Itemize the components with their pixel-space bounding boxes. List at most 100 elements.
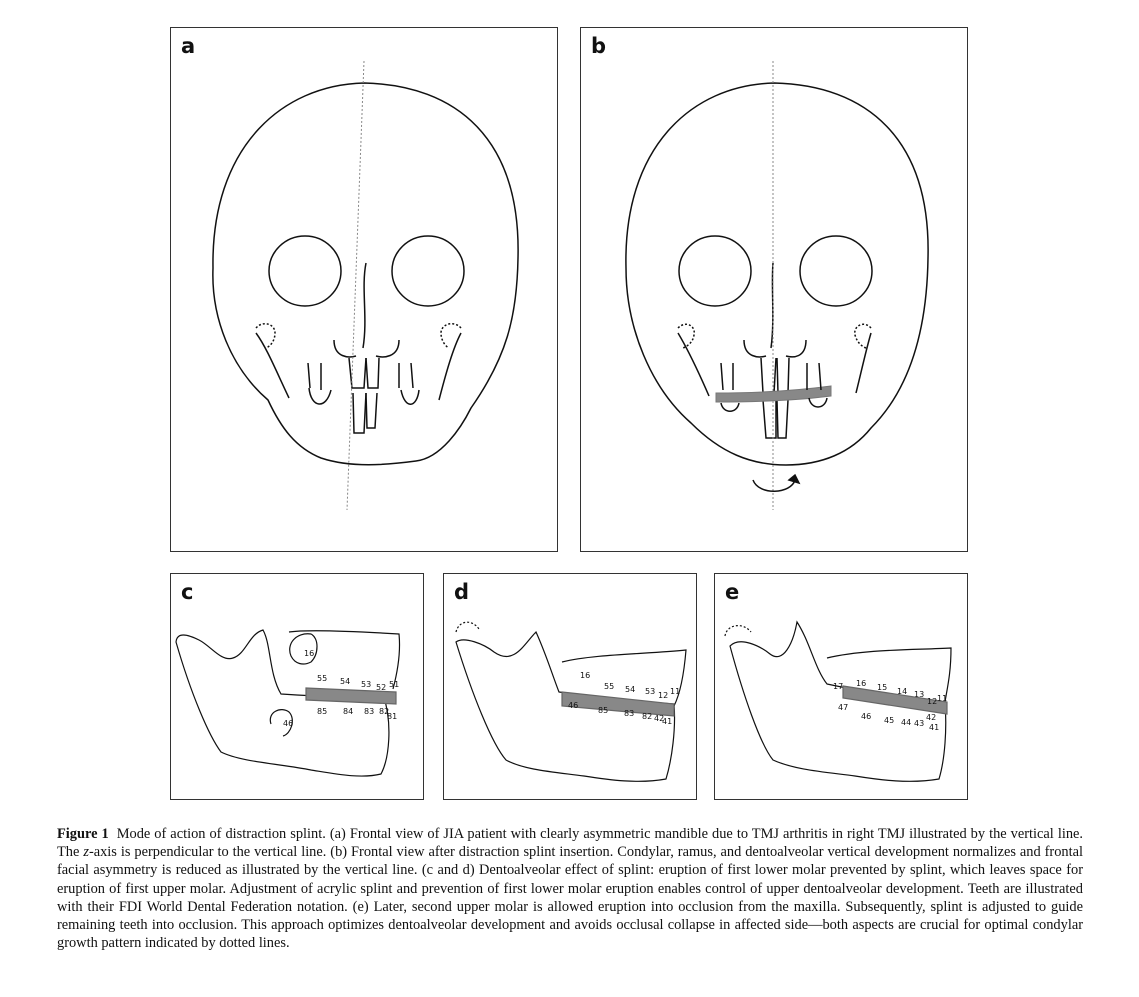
condyle-dotted: [724, 625, 752, 637]
left-orbit: [678, 235, 752, 307]
mandible-drawing-d: 16 55 54 53 12 11 46 85 83 82 42 41: [455, 621, 687, 782]
incisor-2: [365, 357, 380, 389]
tooth-label: 46: [861, 712, 871, 721]
tooth-label: 53: [361, 680, 371, 689]
tooth-label: 52: [376, 683, 386, 692]
panel-c-lateral-view: c 16 55 54 53 52 51 85 84 83 82 81 46: [170, 573, 424, 800]
rotation-arrowhead: [787, 473, 801, 485]
maxilla-outline: [288, 630, 401, 690]
tooth-label: 13: [914, 690, 924, 699]
right-molars: [398, 362, 420, 405]
panel-e-lateral-view: e 17 16 15 14 13 12 11 47 46 45 44 43 42…: [714, 573, 968, 800]
left-molars: [307, 362, 332, 405]
right-ramus: [438, 332, 462, 401]
tooth-label: 12: [927, 697, 937, 706]
left-ramus: [255, 332, 290, 399]
skull-drawing-b: [625, 61, 929, 510]
tooth-label: 83: [624, 709, 634, 718]
panel-a-frontal-view-before: a: [170, 27, 558, 552]
tooth-label: 42: [926, 713, 936, 722]
maxilla-outline: [561, 649, 687, 707]
nasal-line: [362, 262, 367, 349]
tooth-label: 16: [856, 679, 866, 688]
tooth-label: 82: [642, 712, 652, 721]
right-molars: [806, 362, 828, 408]
right-condyle-dotted: [440, 322, 462, 349]
panel-label-c: c: [181, 580, 194, 604]
left-molars: [720, 362, 740, 412]
tooth-label: 45: [884, 716, 894, 725]
incisor-1: [760, 357, 777, 394]
tooth-label: 17: [833, 682, 843, 691]
panel-label-b: b: [591, 34, 607, 58]
right-ramus: [855, 332, 872, 394]
panel-b-frontal-view-after: b: [580, 27, 968, 552]
caption-z-axis: z: [83, 844, 89, 861]
tooth-label: 84: [343, 707, 353, 716]
tooth-label: 11: [937, 694, 947, 703]
lower-incisor: [762, 399, 777, 439]
tooth-label: 16: [304, 649, 314, 658]
rotation-arrow: [752, 479, 796, 492]
mandible-drawing-c: 16 55 54 53 52 51 85 84 83 82 81 46: [175, 629, 401, 777]
tooth-label: 12: [658, 691, 668, 700]
panel-d-lateral-view: d 16 55 54 53 12 11 46 85 83 82 42 41: [443, 573, 697, 800]
lower-incisor-2: [776, 399, 789, 439]
tooth-46-outline: [269, 709, 293, 737]
tooth-label: 41: [929, 723, 939, 732]
maxilla-right: [375, 339, 400, 358]
tooth-label: 16: [580, 671, 590, 680]
caption-text-part2: -axis is perpendicular to the vertical l…: [57, 844, 1083, 952]
tooth-label: 55: [604, 682, 614, 691]
tooth-label: 15: [877, 683, 887, 692]
panel-label-a: a: [181, 34, 196, 58]
tooth-label: 14: [897, 687, 907, 696]
mandible-outline: [729, 620, 947, 782]
tooth-label: 11: [670, 687, 680, 696]
skull-outline: [212, 82, 519, 466]
tooth-label: 81: [387, 712, 397, 721]
tooth-label: 46: [283, 719, 293, 728]
tooth-16-outline: [289, 633, 318, 665]
tooth-label: 54: [340, 677, 350, 686]
midline-vertical: [346, 60, 365, 511]
figure-label: Figure 1: [57, 826, 109, 842]
tooth-label: 43: [914, 719, 924, 728]
tooth-label: 44: [901, 718, 911, 727]
mandible-drawing-e: 17 16 15 14 13 12 11 47 46 45 44 43 42 4…: [724, 620, 952, 782]
panel-label-e: e: [725, 580, 740, 604]
splint-band: [305, 687, 397, 705]
right-orbit: [391, 235, 465, 307]
condyle-dotted: [455, 621, 480, 633]
tooth-label: 41: [662, 717, 672, 726]
lower-incisor-2: [365, 392, 378, 429]
left-ramus: [677, 332, 710, 397]
maxilla-left: [743, 339, 767, 358]
maxilla-right: [785, 339, 807, 358]
tooth-label: 82: [379, 707, 389, 716]
incisor-2: [776, 357, 790, 394]
tooth-label: 42: [654, 714, 664, 723]
tooth-label: 47: [838, 703, 848, 712]
mandible-outline: [175, 629, 390, 777]
left-orbit: [268, 235, 342, 307]
tooth-label: 55: [317, 674, 327, 683]
tooth-label: 83: [364, 707, 374, 716]
right-orbit: [799, 235, 873, 307]
tooth-label: 51: [389, 680, 399, 689]
tooth-label: 46: [568, 701, 578, 710]
skull-drawing-a: [212, 60, 519, 511]
right-condyle-dotted: [854, 323, 872, 349]
incisor-1: [348, 357, 367, 389]
tooth-label: 54: [625, 685, 635, 694]
panel-label-d: d: [454, 580, 470, 604]
tooth-label: 85: [598, 706, 608, 715]
lower-incisor: [352, 392, 367, 434]
left-condyle-dotted: [255, 322, 276, 349]
tooth-label: 53: [645, 687, 655, 696]
tooth-label: 85: [317, 707, 327, 716]
splint-band: [561, 691, 675, 717]
splint-band: [842, 685, 948, 715]
skull-outline: [625, 82, 929, 466]
